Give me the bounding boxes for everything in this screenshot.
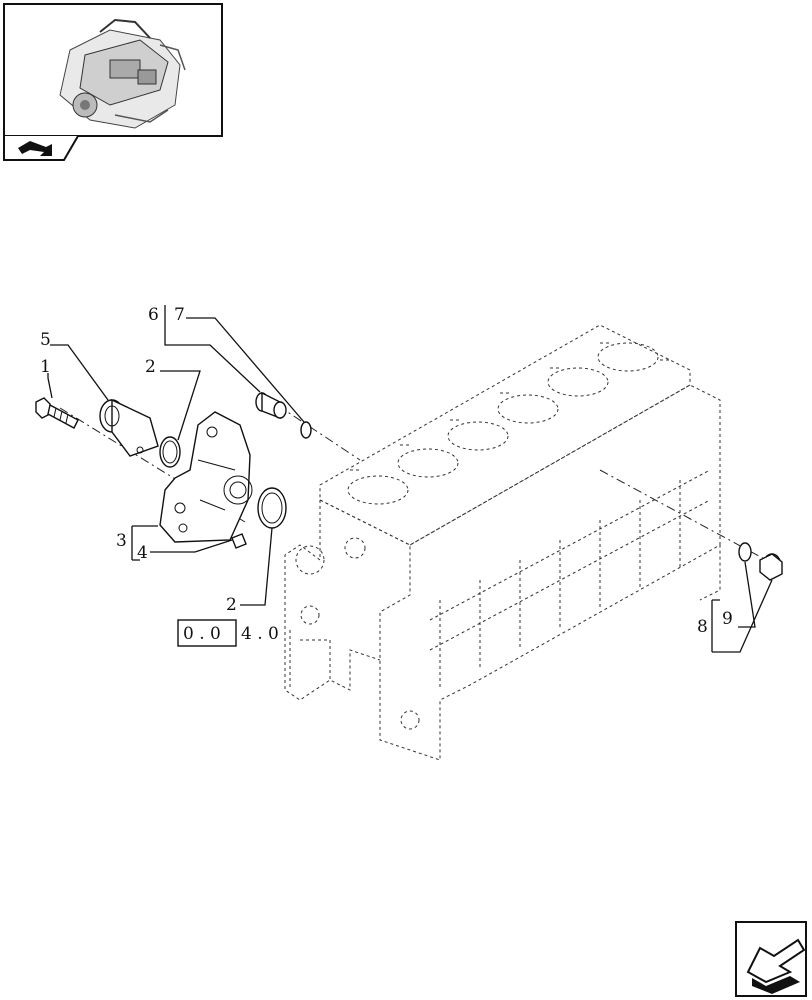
callout-4: 4 (137, 543, 148, 563)
part-6-plug (255, 391, 287, 420)
reference-code-tail: 4 . 0 (241, 624, 279, 644)
part-2-oring-upper (159, 436, 181, 468)
callout-5: 5 (40, 330, 51, 350)
part-1-bolt (35, 397, 79, 429)
reference-code-boxed: 0 . 0 (183, 624, 221, 644)
callout-2-upper: 2 (145, 357, 156, 377)
axis-line-left (59, 407, 246, 523)
part-4-pin (231, 533, 247, 549)
part-5-flange (99, 398, 159, 457)
callout-6: 6 (148, 305, 159, 325)
callout-9: 9 (722, 609, 733, 629)
part-9-ring (738, 542, 752, 562)
callout-7: 7 (174, 305, 185, 325)
callout-8: 8 (697, 617, 708, 637)
callout-2-lower: 2 (226, 595, 237, 615)
part-7-ring (300, 421, 312, 439)
part-8-plug (759, 553, 783, 581)
part-2-oring-lower (257, 487, 287, 529)
callout-1: 1 (40, 357, 51, 377)
callout-3: 3 (116, 531, 127, 551)
next-page-arrow-icon[interactable] (735, 921, 807, 997)
axis-line-right (599, 469, 771, 563)
engine-thumbnail-icon[interactable] (3, 3, 223, 137)
reference-code[interactable]: 0 . 0 4 . 0 (177, 619, 279, 647)
part-3-housing (159, 411, 253, 543)
engine-block (284, 324, 721, 761)
back-arrow-icon[interactable] (3, 135, 79, 161)
